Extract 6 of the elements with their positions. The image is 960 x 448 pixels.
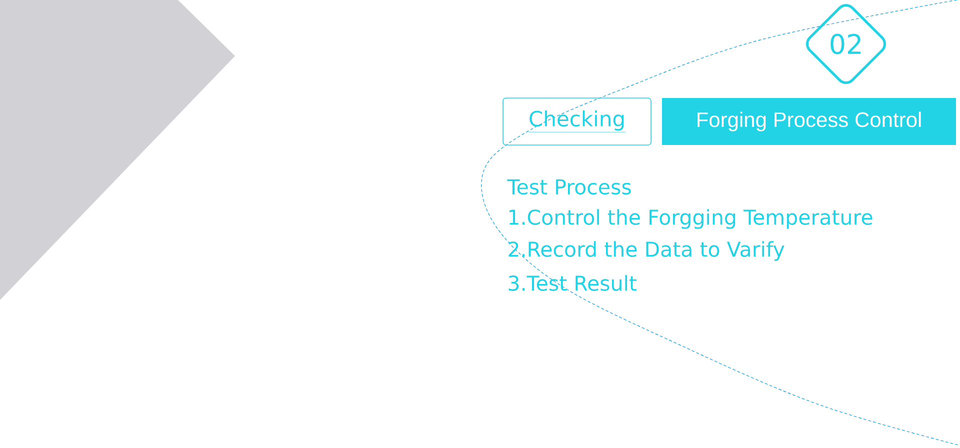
list-item: 1.Control the Forgging Temperature (509, 209, 872, 229)
list-item: 2.Record the Data to Varify (508, 241, 784, 261)
title-banner: Forging Process Control (662, 98, 956, 145)
list-heading: Test Process (507, 179, 631, 195)
tab-box: Checking (502, 98, 652, 146)
list-item: 3.Test Result (508, 275, 637, 291)
